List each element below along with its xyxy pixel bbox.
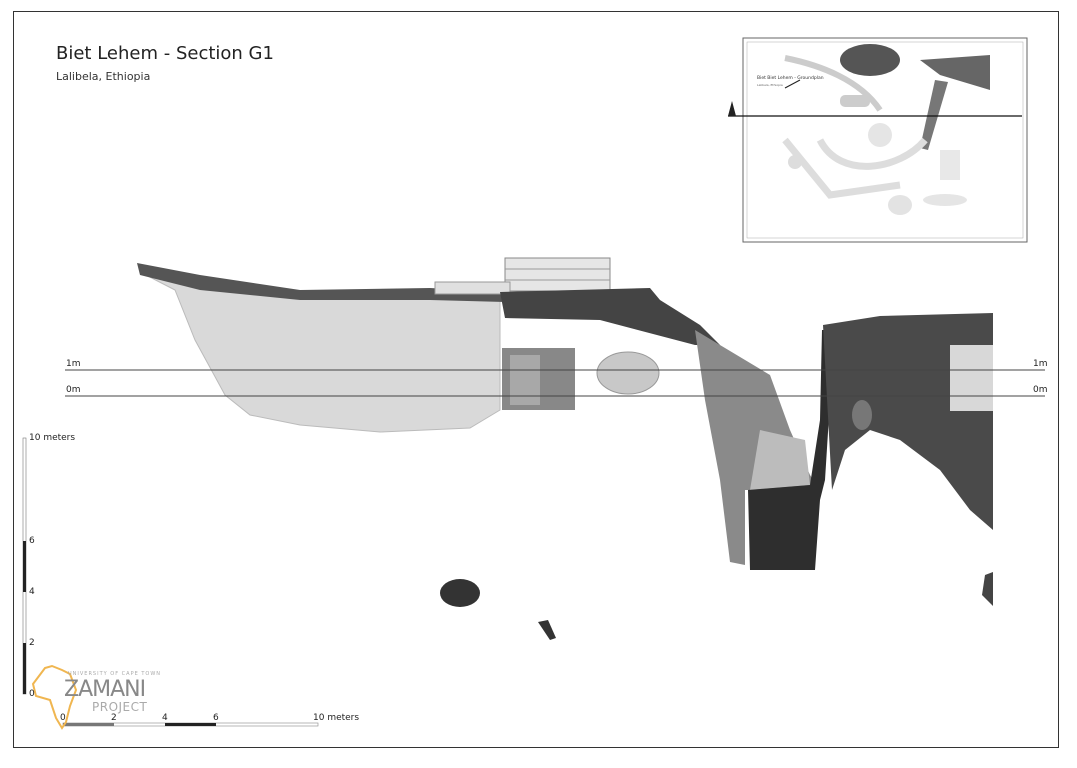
logo-name: ZAMANI <box>64 677 146 702</box>
boulder <box>596 351 660 395</box>
inset-trench <box>920 80 948 150</box>
line-1m-label-right: 1m <box>1033 359 1048 369</box>
hscale-label: 6 <box>213 713 219 723</box>
roof-slope <box>500 288 720 345</box>
vscale-label: 4 <box>29 587 35 597</box>
inset-feature <box>923 194 967 206</box>
vscale-label: 10 meters <box>29 433 76 443</box>
section-marker-icon <box>728 101 736 116</box>
fragment <box>538 620 556 640</box>
africa-logo-icon <box>31 664 78 730</box>
line-1m-label-left: 1m <box>66 359 81 369</box>
hscale-label: 4 <box>162 713 168 723</box>
hscale-label: 2 <box>111 713 117 723</box>
inset-feature <box>868 123 892 147</box>
horizontal-scale-segment <box>63 723 114 726</box>
logo-project: PROJECT <box>92 700 148 714</box>
left-roof <box>137 263 505 302</box>
niche <box>852 400 872 430</box>
door-face <box>510 355 540 405</box>
line-0m-label-right: 0m <box>1033 385 1048 395</box>
inset-corridor <box>784 55 883 112</box>
page-title: Biet Lehem - Section G1 <box>56 43 274 64</box>
hscale-label: 10 meters <box>313 713 360 723</box>
inset-boulder <box>840 95 870 107</box>
inset-feature <box>788 155 802 169</box>
inset-title: Biet Biet Lehem - Groundplan <box>757 76 824 81</box>
inset-subtitle: Lalibela, Ethiopia <box>757 83 783 87</box>
inset-feature <box>888 195 912 215</box>
horizontal-scale-segment <box>165 723 216 726</box>
line-0m-label-left: 0m <box>66 385 81 395</box>
vertical-scale-segment <box>23 541 26 592</box>
inset-inner-frame <box>746 41 1024 239</box>
dark-column <box>748 330 835 570</box>
vscale-label: 0 <box>29 689 35 699</box>
vertical-scale-segment <box>23 643 26 694</box>
page-subtitle: Lalibela, Ethiopia <box>56 70 151 83</box>
hscale-label: 0 <box>60 713 66 723</box>
vscale-label: 2 <box>29 638 35 648</box>
logo-university: UNIVERSITY OF CAPE TOWN <box>68 671 162 677</box>
inset-structure <box>920 55 990 90</box>
brick-course <box>434 281 511 295</box>
inset-feature <box>940 150 960 180</box>
trench-wall-light <box>750 430 810 490</box>
fragment <box>982 572 993 606</box>
north-arrow-icon <box>784 79 801 89</box>
vscale-label: 6 <box>29 536 35 546</box>
sheet-frame <box>13 11 1059 748</box>
inset-church <box>840 44 900 76</box>
brick-wall <box>504 257 611 292</box>
fragment <box>440 579 480 607</box>
right-panel <box>950 345 993 411</box>
